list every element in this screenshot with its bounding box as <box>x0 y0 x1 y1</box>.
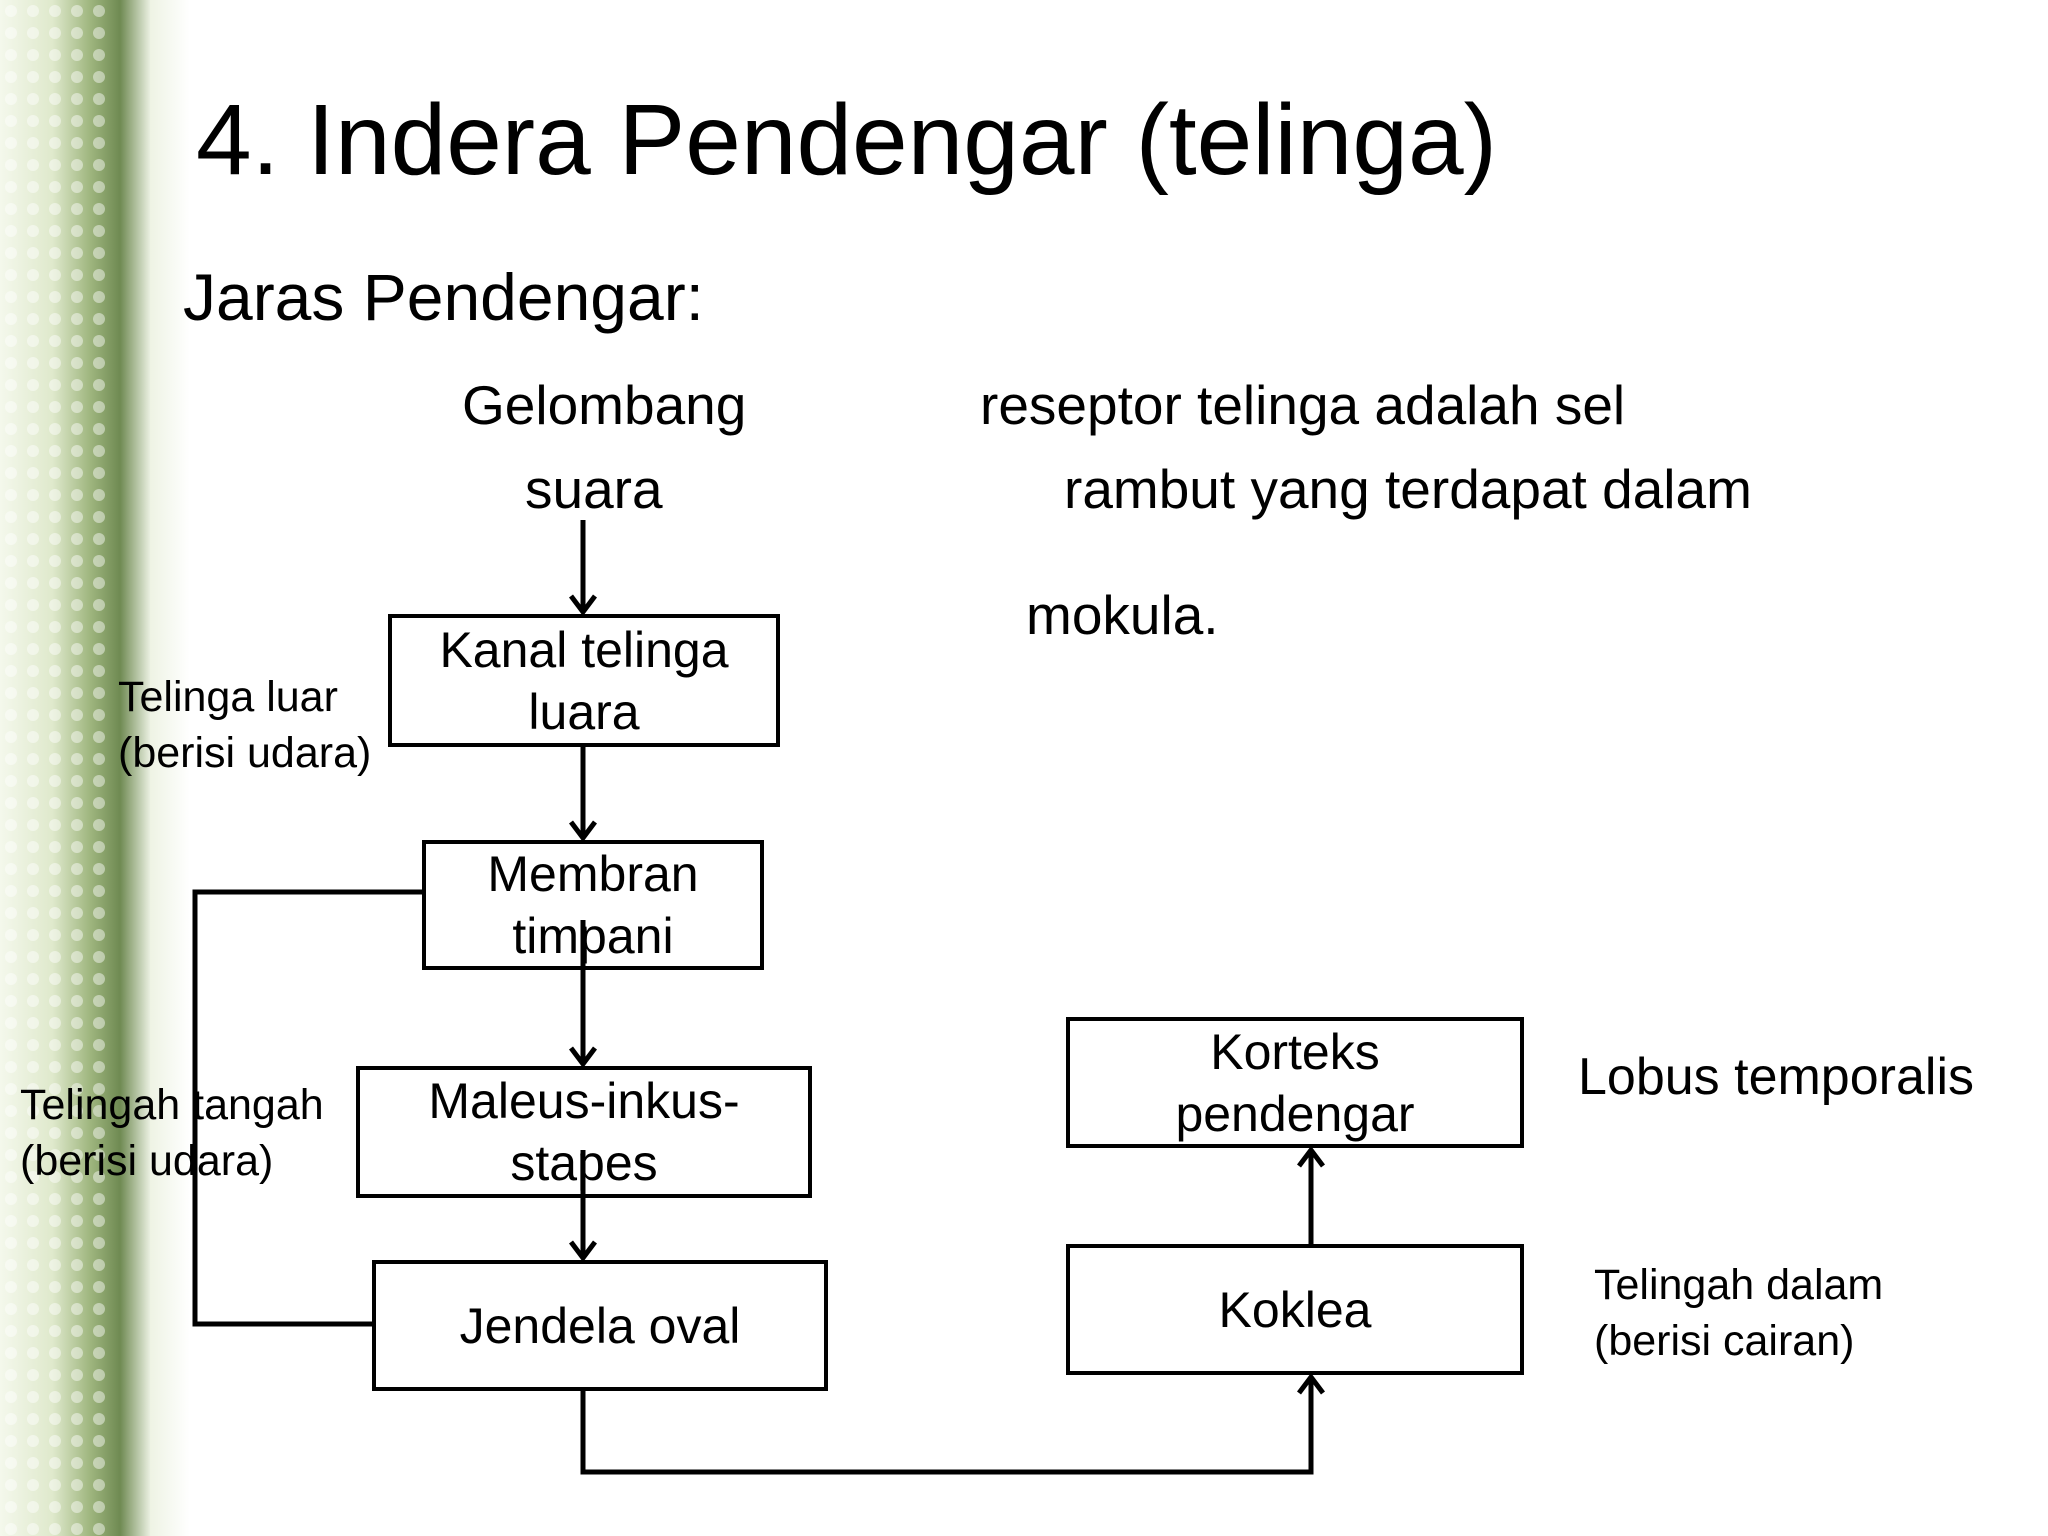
start-label-line2: suara <box>525 458 663 520</box>
box-membran-line2: timpani <box>512 908 674 964</box>
box-membran-line1: Membran <box>487 846 699 902</box>
box-maleus-inkus-stapes: Maleus-inkus-stapes <box>356 1066 812 1198</box>
receptor-note-line1: reseptor telinga adalah sel <box>980 374 1626 436</box>
outer-ear-label-line2: (berisi udara) <box>118 729 372 777</box>
box-kanal-line2: luara <box>528 683 640 740</box>
receptor-note-line3: mokula. <box>1026 584 1219 646</box>
middle-ear-label-line1: Telingah tangah <box>20 1081 324 1129</box>
box-maleus-line1: Maleus-inkus- <box>428 1073 740 1129</box>
box-jendela-line1: Jendela oval <box>459 1297 741 1354</box>
box-membran-timpani: Membran timpani <box>422 840 764 970</box>
start-label-line1: Gelombang <box>462 374 747 436</box>
temporal-lobe-label: Lobus temporalis <box>1578 1048 1974 1106</box>
box-maleus-line2: stapes <box>510 1135 658 1191</box>
slide-title: 4. Indera Pendengar (telinga) <box>196 84 1497 196</box>
box-koklea: Koklea <box>1066 1244 1524 1375</box>
box-kanal-line1: Kanal telinga <box>439 621 729 678</box>
box-korteks-line2: pendengar <box>1175 1085 1415 1142</box>
box-jendela-oval: Jendela oval <box>372 1260 828 1391</box>
outer-ear-label-line1: Telinga luar <box>118 673 338 721</box>
middle-ear-label-line2: (berisi udara) <box>20 1137 274 1185</box>
inner-ear-label-line1: Telingah dalam <box>1594 1261 1884 1309</box>
slide-subtitle: Jaras Pendengar: <box>183 260 705 334</box>
receptor-note-line2: rambut yang terdapat dalam <box>1064 458 1752 520</box>
box-korteks-line1: Korteks <box>1210 1023 1380 1080</box>
box-koklea-line1: Koklea <box>1218 1281 1372 1338</box>
inner-ear-label-line2: (berisi cairan) <box>1594 1317 1855 1365</box>
